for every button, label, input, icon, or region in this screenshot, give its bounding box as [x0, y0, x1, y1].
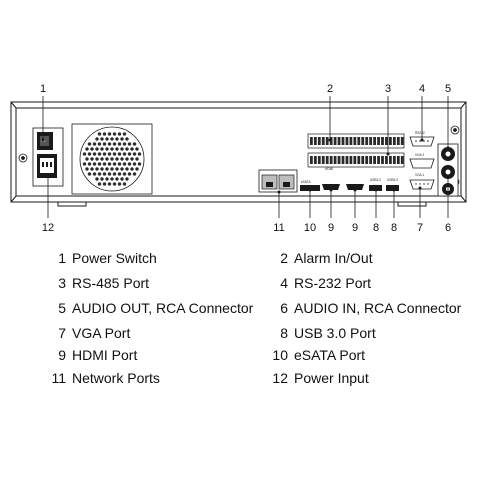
legend-item: 1 Power Switch	[0, 247, 157, 269]
legend-item: 10 eSATA Port	[0, 344, 365, 366]
power-switch[interactable]: I O	[37, 132, 53, 150]
callout-9b: 9	[352, 222, 358, 234]
legend-label: USB 3.0 Port	[294, 325, 376, 341]
callout-1: 1	[40, 83, 46, 95]
vga2-label: VGA 2	[415, 153, 424, 157]
legend-number: 10	[272, 347, 288, 363]
legend-item: 8 USB 3.0 Port	[0, 322, 376, 344]
legend-label: HDMI Port	[72, 347, 138, 363]
legend-label: Power Switch	[72, 250, 157, 266]
legend-item: 4 RS-232 Port	[0, 272, 371, 294]
vga-port-1[interactable]: VGA 1	[409, 173, 435, 190]
leader-dots	[41, 138, 450, 194]
hdmi-port-2[interactable]	[346, 184, 364, 190]
legend-label: AUDIO OUT, RCA Connector	[72, 300, 254, 316]
legend-label: VGA Port	[72, 325, 131, 341]
legend-number: 6	[280, 300, 288, 316]
usb-label-1: USB3.0	[370, 178, 381, 182]
network-ports[interactable]	[258, 169, 298, 193]
vga-port-2: VGA 2	[409, 153, 435, 169]
legend-item: 7 VGA Port	[0, 322, 130, 344]
callout-8a: 8	[373, 222, 379, 234]
legend-number: 4	[280, 275, 288, 291]
power-supply: I O	[32, 123, 153, 195]
legend: 1 Power Switch 2 Alarm In/Out 3 RS-485 Port…	[0, 247, 480, 397]
legend-item: 5 AUDIO OUT, RCA Connector	[0, 297, 253, 319]
esata-label: eSATA	[301, 180, 311, 184]
usb-port-1[interactable]: USB3.0	[369, 178, 382, 191]
rear-panel-diagram: I O eSATA HDMI	[10, 83, 467, 234]
callout-11: 11	[273, 222, 284, 234]
legend-label: RS-485 Port	[72, 275, 150, 291]
callout-3: 3	[385, 83, 391, 95]
legend-item: 2 Alarm In/Out	[0, 247, 373, 269]
legend-label: AUDIO IN, RCA Connector	[294, 300, 462, 316]
legend-number: 5	[58, 300, 66, 316]
legend-number: 3	[58, 275, 66, 291]
esata-port[interactable]: eSATA	[300, 180, 320, 191]
vga1-label: VGA 1	[415, 173, 424, 177]
audio-in-rca[interactable]	[441, 165, 455, 179]
legend-number: 8	[280, 325, 288, 341]
leader-lines	[42, 96, 449, 218]
callout-7: 7	[417, 222, 423, 234]
legend-number: 12	[272, 370, 288, 386]
usb-label-2: USB3.0	[387, 178, 398, 182]
legend-item: 6 AUDIO IN, RCA Connector	[0, 297, 461, 319]
callout-12: 12	[42, 222, 54, 234]
legend-label: Network Ports	[72, 370, 160, 386]
callout-10: 10	[304, 222, 316, 234]
rs232-label: RS232	[415, 131, 425, 135]
legend-number: 7	[58, 325, 66, 341]
callout-8b: 8	[391, 222, 397, 234]
callout-6: 6	[445, 222, 451, 234]
legend-item: 12 Power Input	[0, 367, 369, 389]
legend-number: 9	[58, 347, 66, 363]
usb-port-2[interactable]: USB3.0	[386, 178, 399, 191]
audio-out-rca[interactable]	[441, 147, 455, 161]
hdmi-port-1[interactable]: HDMI	[322, 167, 340, 190]
legend-number: 11	[51, 370, 66, 386]
legend-item: 3 RS-485 Port	[0, 272, 149, 294]
callout-2: 2	[327, 83, 333, 95]
legend-label: Power Input	[294, 370, 369, 386]
alarm-terminal-block[interactable]	[307, 133, 405, 168]
power-input-socket[interactable]	[37, 154, 57, 178]
legend-number: 2	[280, 250, 288, 266]
legend-label: Alarm In/Out	[294, 250, 373, 266]
callout-numbers: 1 2 3 4 5 6 7 8 8 9 9 10 11 12	[40, 83, 451, 234]
legend-number: 1	[58, 250, 66, 266]
legend-label: RS-232 Port	[294, 275, 372, 291]
legend-label: eSATA Port	[294, 347, 366, 363]
hdmi-label: HDMI	[325, 167, 333, 171]
fan-grille	[71, 123, 153, 195]
callout-5: 5	[445, 83, 451, 95]
callout-4: 4	[419, 83, 425, 95]
callout-9a: 9	[328, 222, 334, 234]
legend-item: 11 Network Ports	[0, 367, 160, 389]
audio-rca-connectors[interactable]	[437, 143, 459, 197]
legend-item: 9 HDMI Port	[0, 344, 137, 366]
